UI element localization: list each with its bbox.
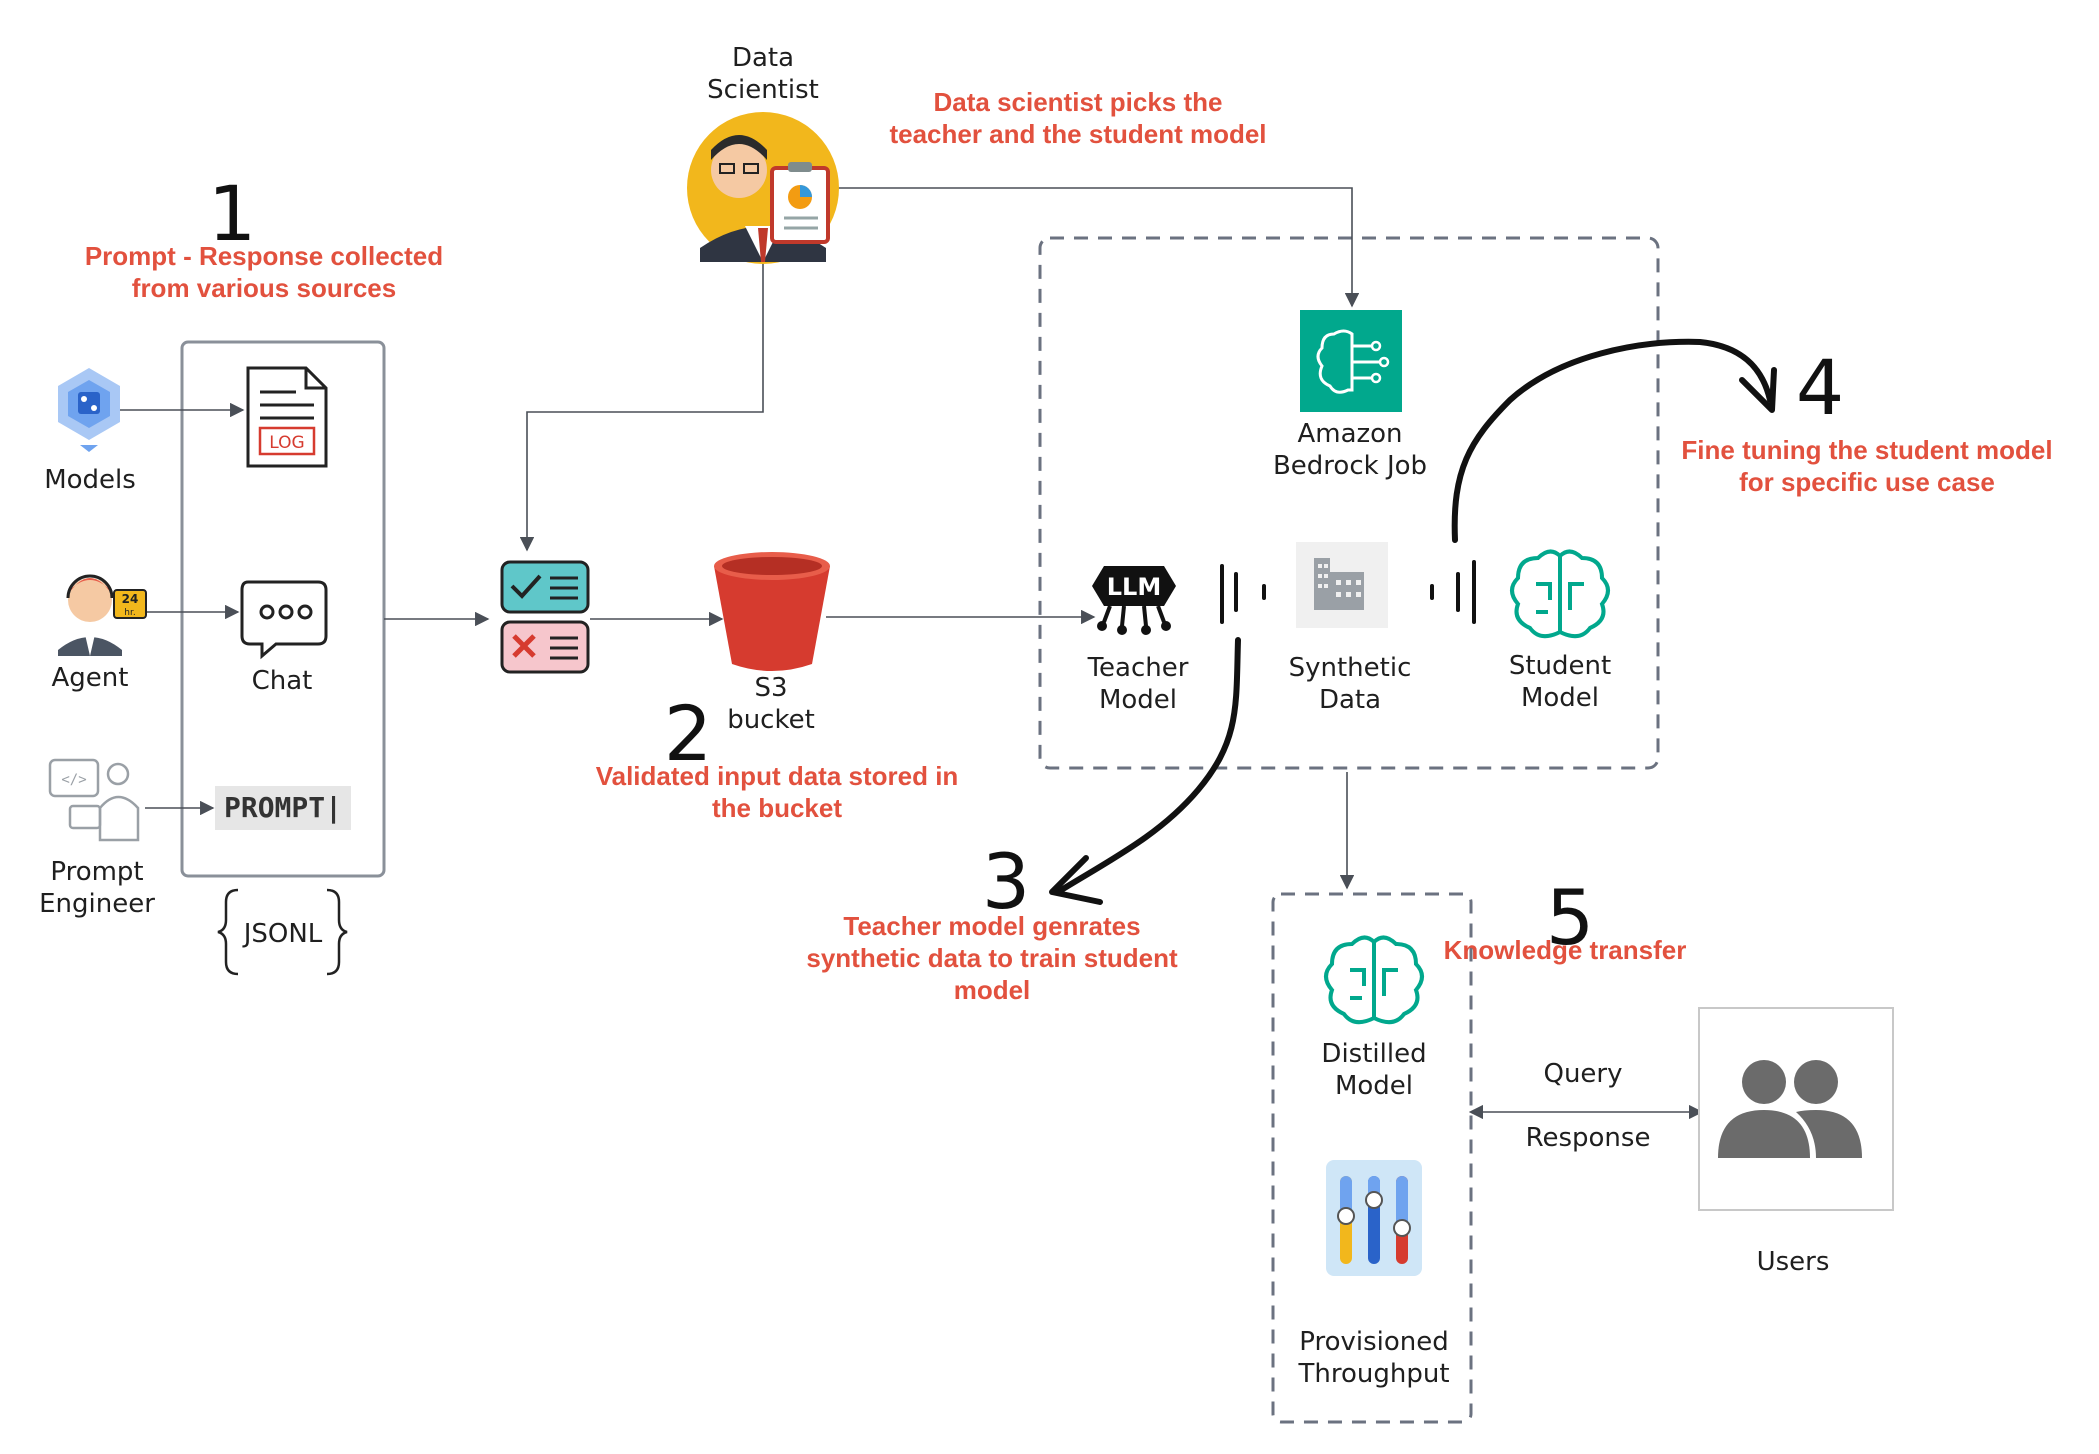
- synthetic-data-icon: [1296, 542, 1388, 628]
- users-card: [1698, 1007, 1894, 1211]
- agent-label: Agent: [51, 663, 129, 693]
- agent-icon: 24 hr.: [58, 574, 147, 656]
- prompt-tag-text: PROMPT|: [224, 791, 342, 824]
- connectors: [120, 187, 1704, 1120]
- step4-curve: [1451, 338, 1773, 543]
- data-scientist-avatar: [687, 112, 839, 264]
- agent-badge-bottom: hr.: [124, 608, 135, 618]
- prompt-engineer-icon: </>: [48, 758, 140, 842]
- step3-curve-head: [1049, 855, 1103, 905]
- jsonl-braces: [217, 888, 348, 976]
- step3-curve: [1055, 637, 1241, 895]
- jsonl-label: JSONL: [242, 919, 323, 949]
- step5-number: 5: [1545, 873, 1595, 962]
- student-model-brain-icon: [1510, 549, 1610, 639]
- log-file-icon: LOG: [246, 366, 328, 468]
- scientist-to-validation-arrow: [519, 260, 764, 552]
- bedrock-job-boundary: [1038, 236, 1660, 770]
- response-label: Response: [1525, 1123, 1651, 1153]
- step3-number: 3: [981, 837, 1031, 926]
- agent-badge-top: 24: [122, 592, 139, 606]
- step4-number: 4: [1795, 343, 1845, 432]
- step2-number: 2: [663, 689, 713, 778]
- validation-icon: [500, 560, 590, 674]
- step1-number: 1: [207, 169, 257, 258]
- chat-icon: [240, 580, 328, 660]
- signal-marks-left: [1220, 564, 1266, 624]
- teacher-llm-icon: LLM: [1092, 566, 1176, 635]
- chat-label: Chat: [251, 666, 313, 696]
- step5-note: Knowledge transfer: [1443, 935, 1687, 965]
- prompt-tag: PROMPT|: [215, 786, 351, 830]
- s3-bucket-icon: [714, 552, 830, 671]
- svg-text:</>: </>: [61, 772, 86, 788]
- models-icon: [58, 368, 120, 452]
- sources-container: [180, 340, 386, 878]
- signal-marks-right: [1430, 560, 1476, 624]
- amazon-bedrock-icon: [1300, 310, 1402, 412]
- users-label: Users: [1756, 1247, 1830, 1277]
- scientist-to-bedrock-arrow: [838, 187, 1360, 308]
- models-label: Models: [44, 465, 136, 495]
- llm-badge: LLM: [1107, 573, 1161, 601]
- log-badge: LOG: [269, 433, 304, 453]
- handdrawn-curves: [1049, 338, 1777, 905]
- query-label: Query: [1543, 1059, 1623, 1089]
- step4-curve-head: [1739, 367, 1777, 413]
- provisioned-throughput-icon: [1326, 1160, 1422, 1276]
- distilled-model-brain-icon: [1324, 935, 1424, 1025]
